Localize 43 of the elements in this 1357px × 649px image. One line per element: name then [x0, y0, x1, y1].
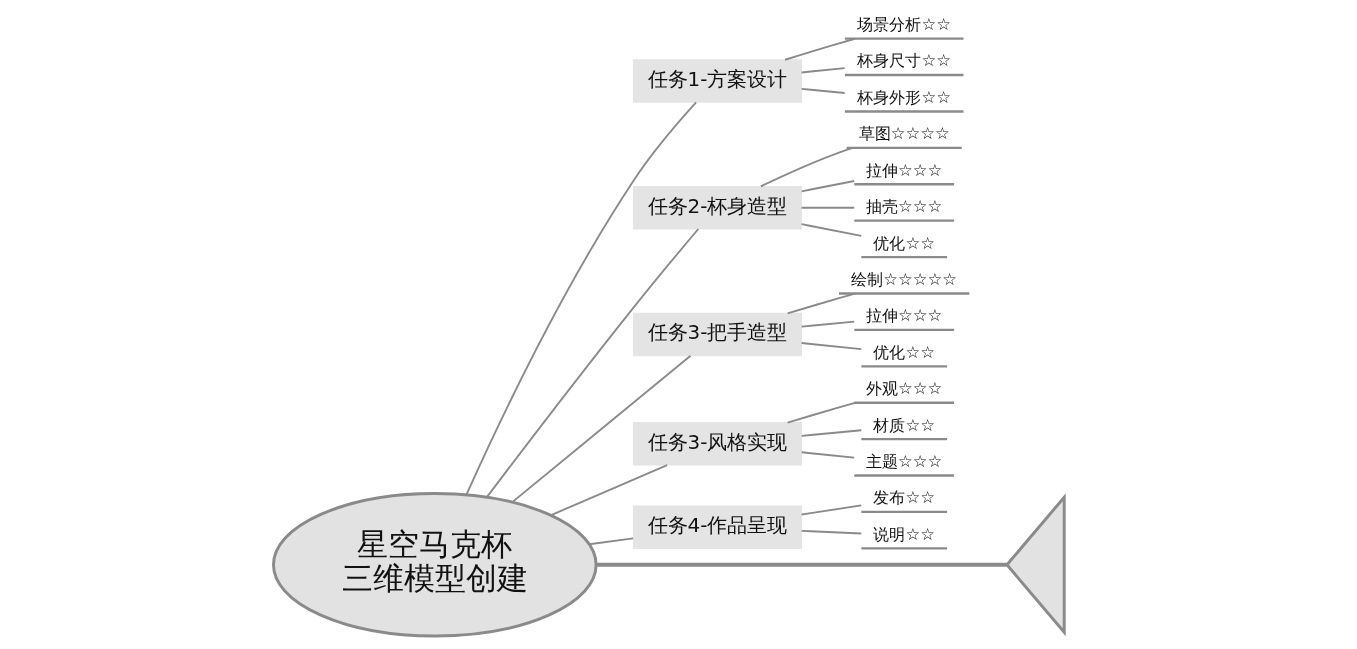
connector [800, 451, 856, 459]
connector [784, 37, 857, 61]
node-text: 材质☆☆ [873, 415, 935, 435]
connector [800, 180, 856, 193]
connector [800, 67, 846, 74]
node-box: 任务1-方案设计 [632, 59, 803, 103]
node-text: 拉伸☆☆☆ [866, 160, 943, 180]
node-text: 主题☆☆☆ [866, 451, 943, 471]
connector [800, 429, 863, 437]
node-text: 杯身尺寸☆☆ [857, 51, 951, 71]
node-box: 任务3-风格实现 [632, 422, 803, 466]
node-text: 拉伸☆☆☆ [866, 306, 943, 326]
connector [800, 320, 856, 328]
node-triangle [1005, 493, 1066, 637]
node-text: 外观☆☆☆ [866, 379, 943, 399]
connector [800, 206, 856, 209]
node-text: 草图☆☆☆☆ [858, 124, 950, 144]
connector [485, 228, 700, 499]
node-text: 优化☆☆ [873, 233, 935, 253]
node-text: 场景分析☆☆ [857, 15, 951, 35]
connector [786, 292, 857, 315]
connector [511, 354, 692, 503]
node-text: 绘制☆☆☆☆☆ [851, 269, 958, 289]
connector [800, 87, 846, 94]
node-box: 任务2-杯身造型 [632, 186, 803, 230]
node-box: 任务3-把手造型 [632, 312, 803, 357]
connector [786, 401, 857, 424]
connector [800, 342, 863, 351]
node-text: 抽壳☆☆☆ [866, 197, 943, 217]
connector [550, 464, 669, 516]
node-text: 优化☆☆ [873, 342, 935, 362]
connector [800, 223, 863, 237]
node-text: 发布☆☆ [873, 488, 935, 508]
connector [759, 147, 854, 188]
connector [465, 101, 698, 496]
connector [588, 537, 635, 546]
node-text: 杯身外形☆☆ [857, 87, 951, 107]
connector [800, 504, 863, 516]
node-box: 任务4-作品呈现 [632, 505, 803, 549]
connector [596, 562, 1007, 567]
connector [800, 529, 863, 535]
node-text: 说明☆☆ [873, 524, 935, 544]
node-ellipse: 星空马克杯三维模型创建 [272, 492, 598, 638]
